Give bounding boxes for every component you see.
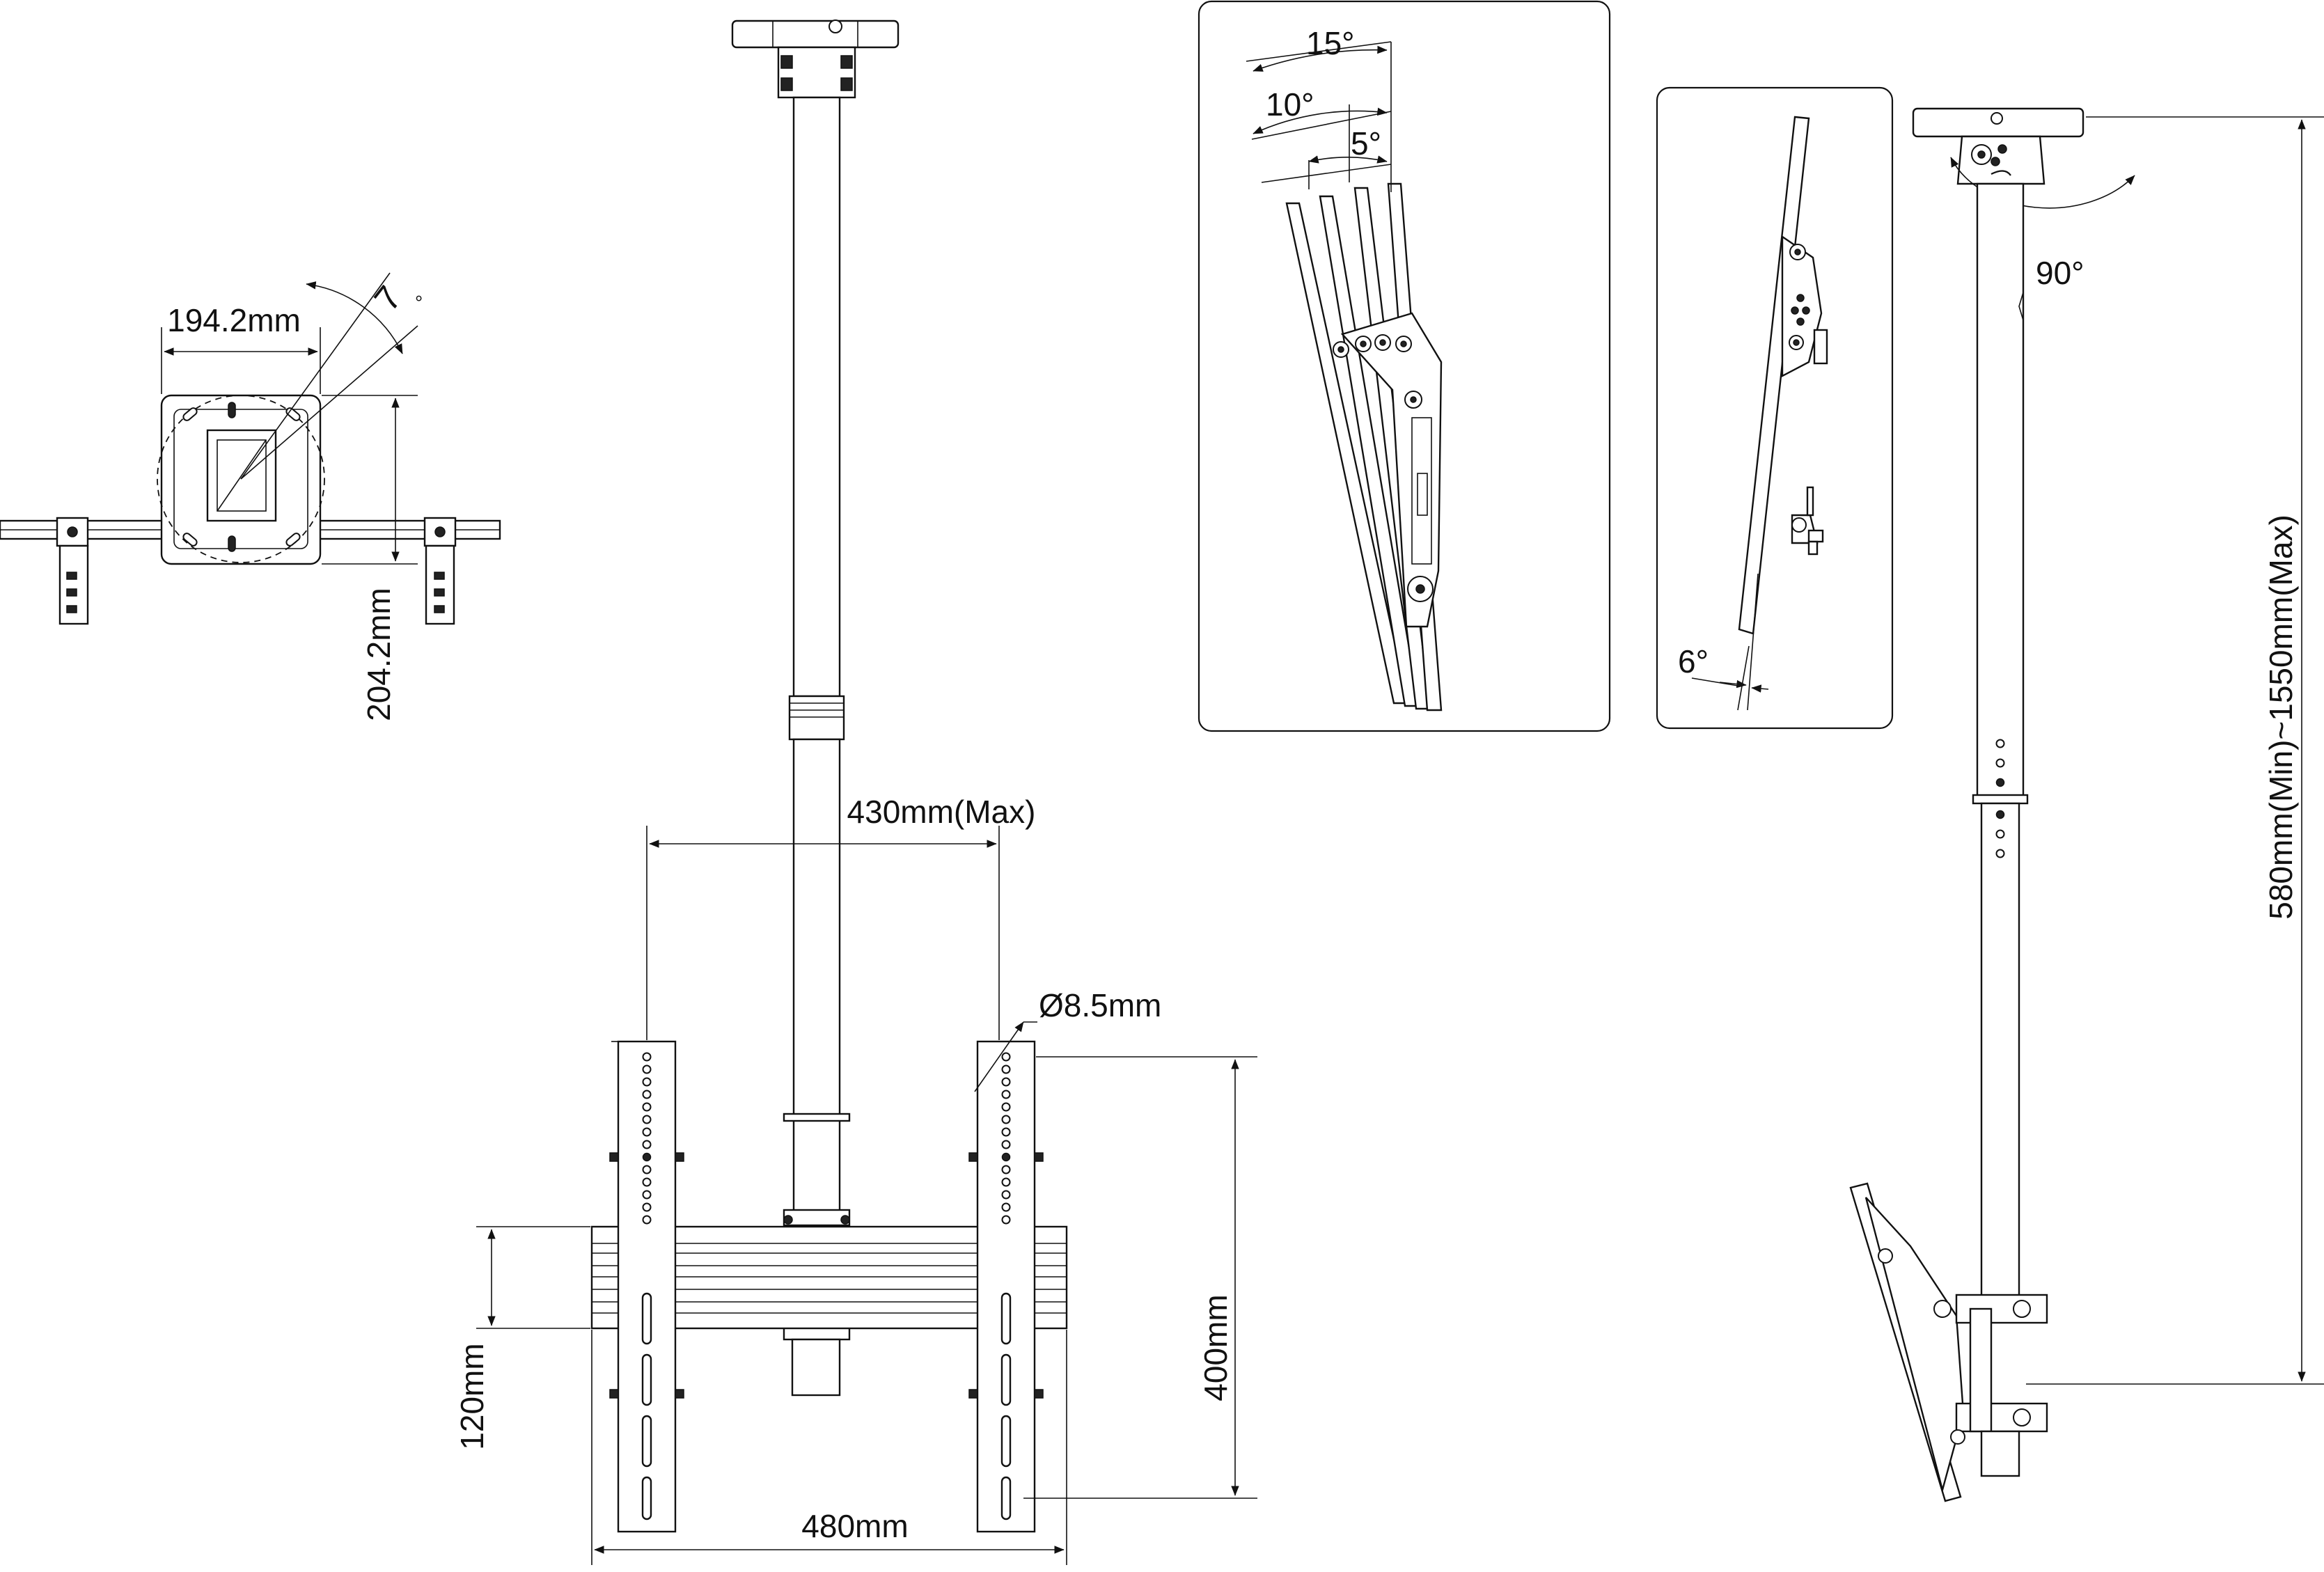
- rotation-label: 7: [367, 278, 409, 317]
- left-vesa-rail: [609, 1040, 684, 1533]
- right-clamp: [423, 517, 457, 625]
- rotation-circle: [157, 395, 325, 563]
- side-tilt-panel-frame: [1656, 86, 1894, 730]
- side-view: 90° 580mm(Min)~1550mm(Max): [1849, 107, 2324, 1502]
- right-vesa-rail: [968, 1040, 1044, 1533]
- angle-15-label: 15°: [1306, 25, 1355, 61]
- ceiling-cap: [731, 19, 900, 49]
- side-rotation-arc: [1950, 157, 2135, 209]
- tilt-panel-frame: [1198, 0, 1611, 732]
- side-pole: [1976, 182, 2025, 801]
- tilt-panel: 15° 10° 5°: [1198, 0, 1611, 732]
- height-range-label: 580mm(Min)~1550mm(Max): [2263, 514, 2299, 920]
- rail-height-label: 400mm: [1198, 1294, 1234, 1401]
- height-label: 204.2mm: [361, 588, 397, 721]
- top-view: 194.2mm 204.2mm 7 °: [0, 272, 501, 721]
- hole-label: Ø8.5mm: [1039, 987, 1161, 1023]
- extension-pole: [792, 96, 841, 698]
- front-view: 430mm(Max) Ø8.5mm 400mm 120mm 480mm: [454, 19, 1257, 1565]
- rotation-unit: °: [415, 292, 423, 313]
- width-label: 194.2mm: [167, 302, 301, 338]
- angle-10-label: 10°: [1266, 86, 1314, 123]
- side-tilt-panel: 6°: [1656, 86, 1894, 730]
- bar-height-label: 120mm: [454, 1343, 490, 1449]
- side-rotation-label: 90°: [2036, 255, 2084, 291]
- rail-spacing-label: 430mm(Max): [847, 794, 1036, 830]
- side-screen: [1738, 116, 1810, 635]
- angle-5-label: 5°: [1351, 125, 1381, 162]
- side-angle-label: 6°: [1678, 643, 1709, 679]
- bar-width-label: 480mm: [801, 1508, 908, 1544]
- rotation-arc: [306, 281, 403, 354]
- left-clamp: [56, 517, 89, 625]
